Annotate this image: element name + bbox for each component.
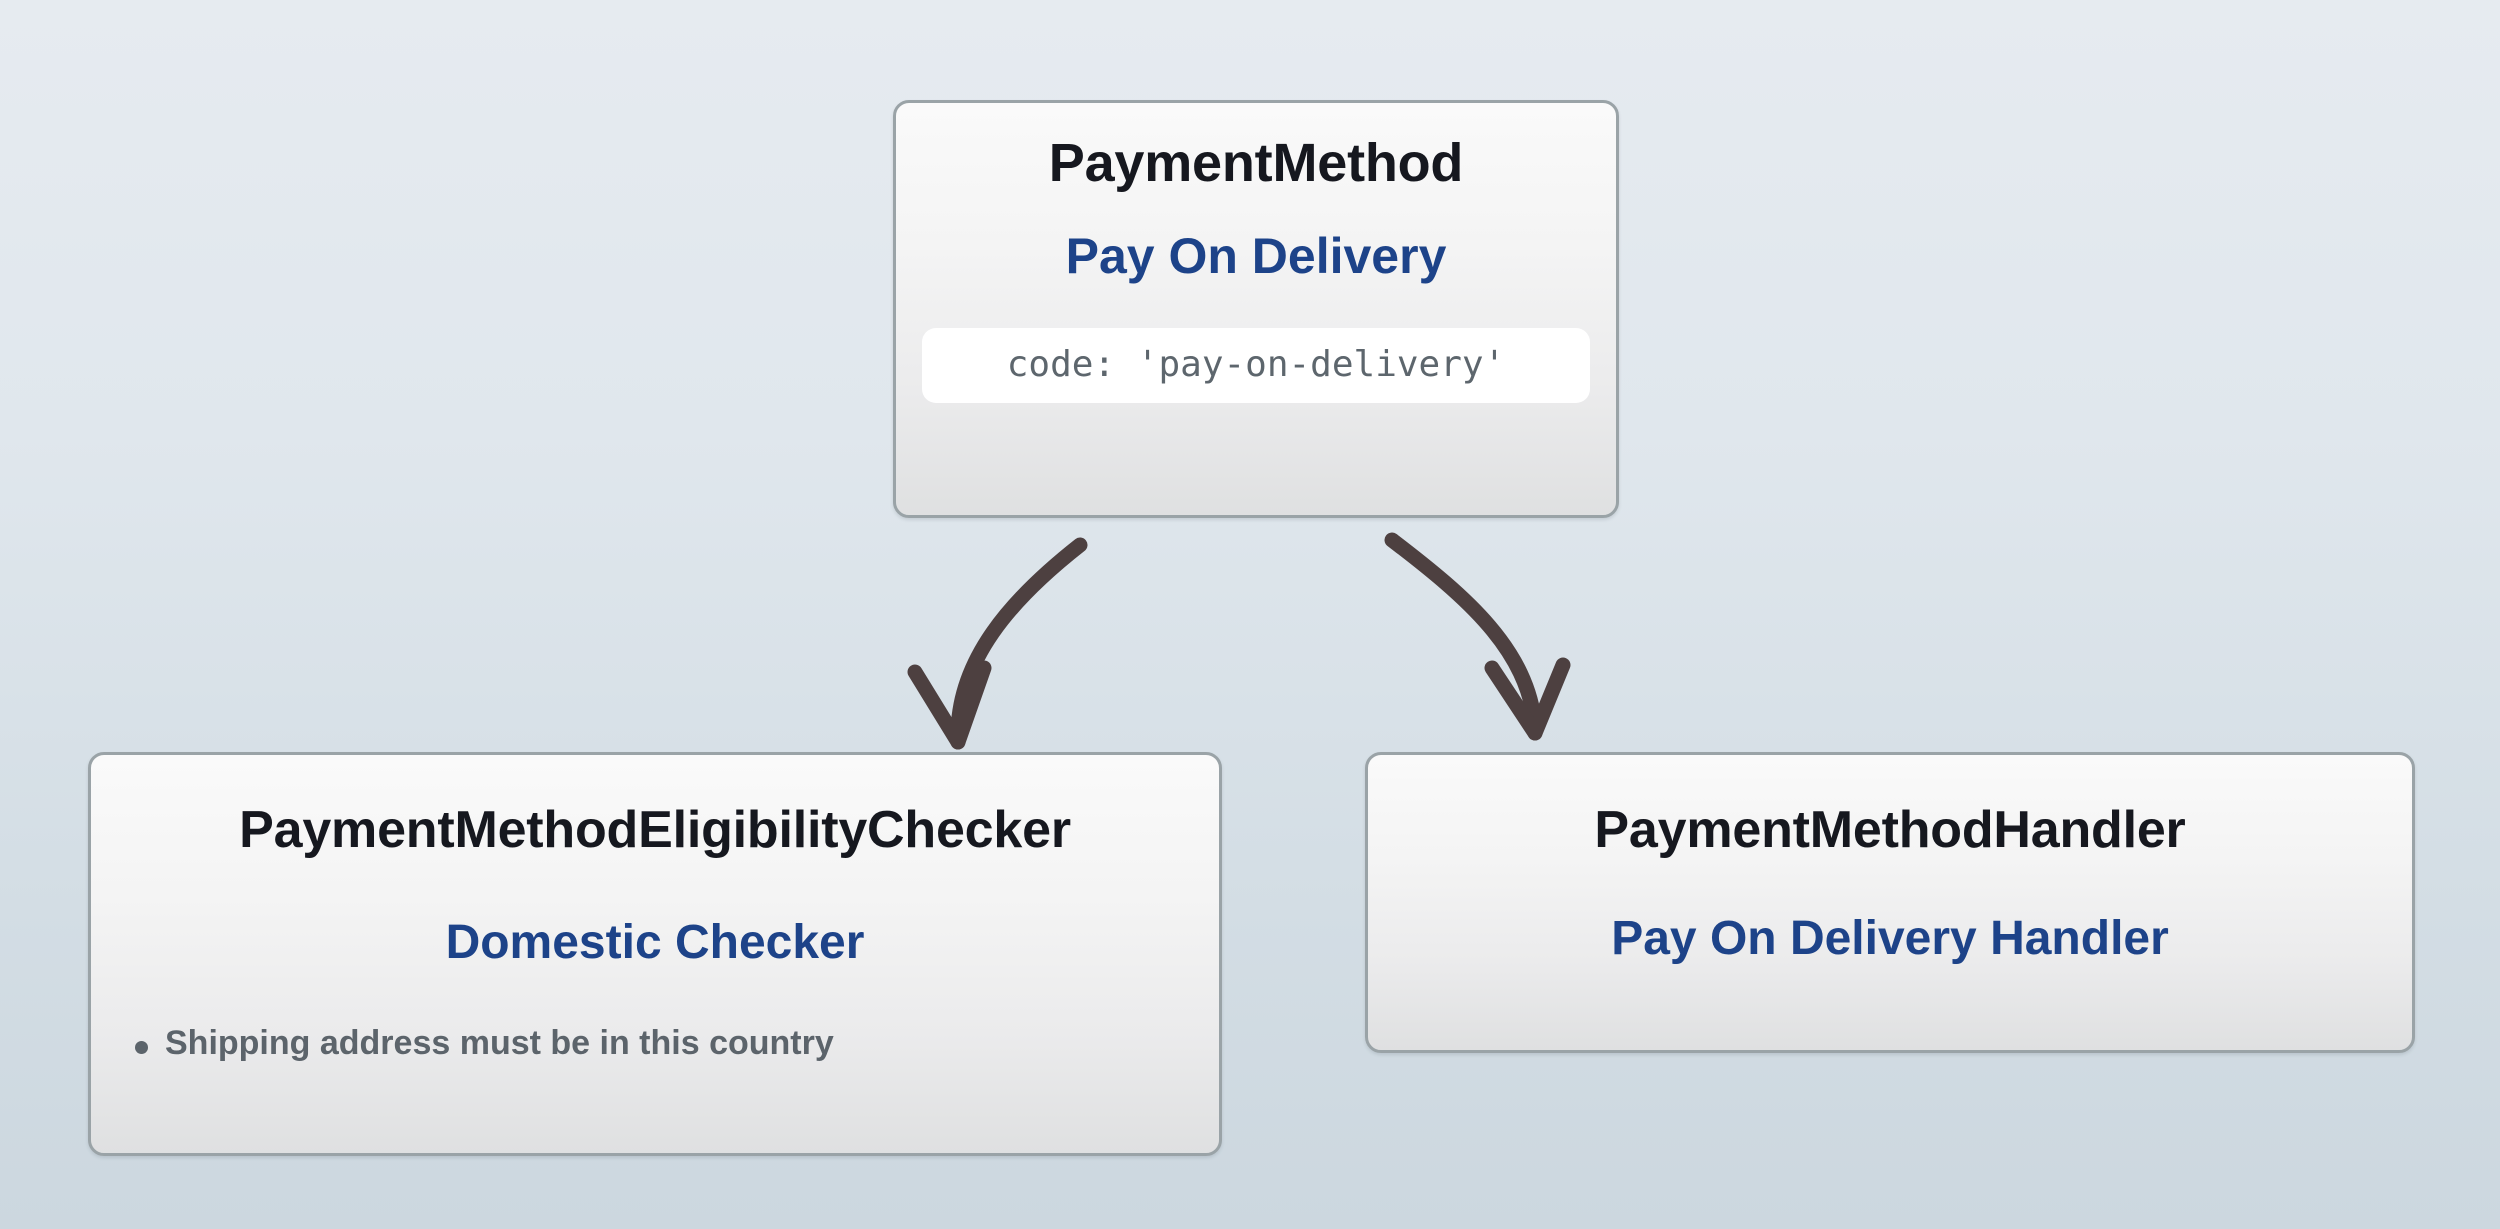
arrow-to-eligibility-checker-head-left xyxy=(907,664,966,750)
node-subtitle-payment-method: Pay On Delivery xyxy=(1065,227,1447,284)
node-title-eligibility-checker: PaymentMethodEligibilityChecker xyxy=(239,801,1071,859)
arrow-to-payment-handler-head-left xyxy=(1484,660,1543,741)
arrow-to-payment-handler-head-right xyxy=(1527,657,1571,741)
arrow-to-payment-handler xyxy=(1384,532,1543,734)
node-title-payment-handler: PaymentMethodHandler xyxy=(1594,801,2186,859)
node-card-payment-handler[interactable]: PaymentMethodHandler Pay On Delivery Han… xyxy=(1365,752,2415,1053)
node-subtitle-eligibility-checker: Domestic Checker xyxy=(445,915,865,969)
node-subtitle-payment-handler: Pay On Delivery Handler xyxy=(1611,911,2169,965)
list-item: Shipping address must be in this country xyxy=(135,1023,834,1062)
node-card-eligibility-checker[interactable]: PaymentMethodEligibilityChecker Domestic… xyxy=(88,752,1222,1156)
arrow-to-eligibility-checker xyxy=(950,537,1088,743)
node-card-payment-method[interactable]: PaymentMethod Pay On Delivery code: 'pay… xyxy=(893,100,1619,518)
arrow-to-eligibility-checker-head-right xyxy=(950,660,992,750)
code-chip-payment-method-code: code: 'pay-on-delivery' xyxy=(922,328,1590,404)
requirement-list: Shipping address must be in this country xyxy=(117,1024,844,1063)
node-title-payment-method: PaymentMethod xyxy=(1048,133,1464,193)
